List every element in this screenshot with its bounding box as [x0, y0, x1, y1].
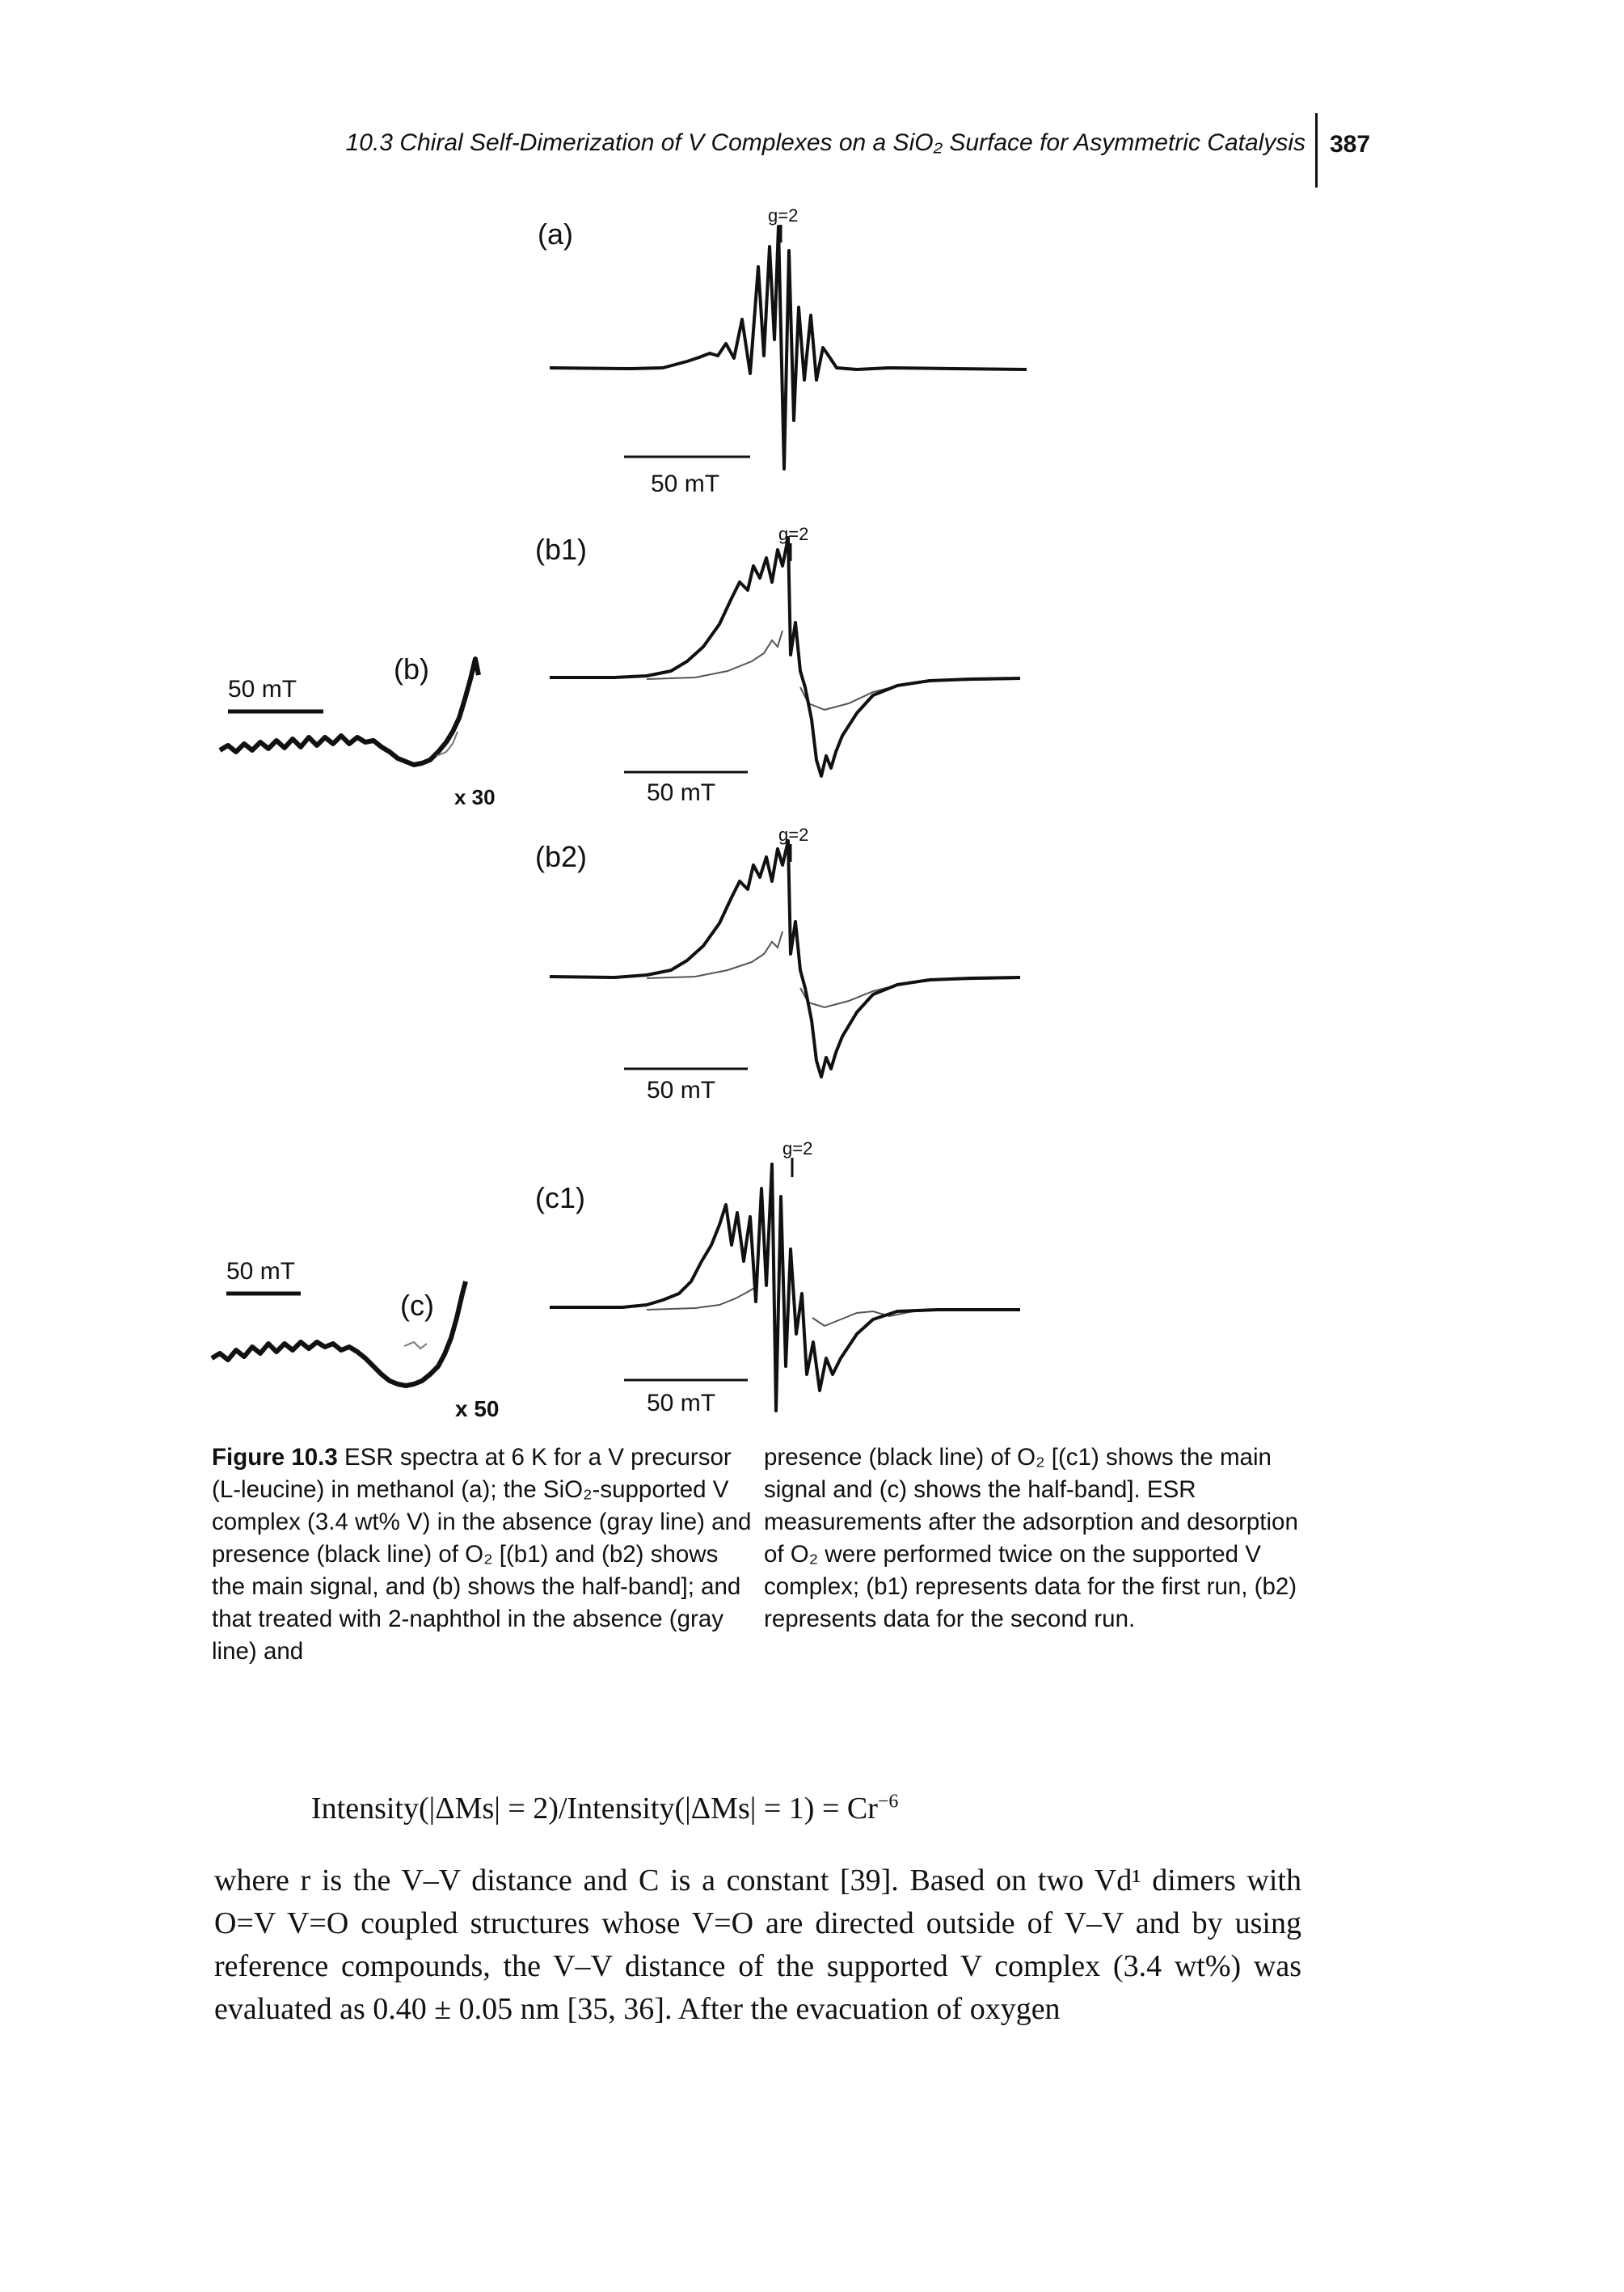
panel-b-scale-label: 50 mT — [228, 676, 297, 703]
panel-c1-label: (c1) — [535, 1181, 585, 1214]
panel-c-spectrum-gray — [403, 1340, 428, 1350]
panel-b2-scale-label: 50 mT — [647, 1077, 715, 1104]
panel-b2: (b2) g=2 50 mT — [535, 825, 1021, 1104]
panel-c1-spectrum-gray — [646, 1286, 1019, 1328]
panel-b-spectrum-gray — [436, 731, 458, 757]
equation: Intensity(|ΔMs| = 2)/Intensity(|ΔMs| = 1… — [311, 1791, 898, 1826]
panel-a-spectrum-black — [549, 225, 1027, 471]
panel-b1-g-marker: g=2 — [778, 524, 808, 544]
panel-c1-g-marker: g=2 — [782, 1138, 812, 1159]
panel-b1-spectrum-black — [550, 536, 1021, 778]
figure-caption-right: presence (black line) of O₂ [(c1) shows … — [764, 1444, 1298, 1632]
equation-exponent: −6 — [877, 1791, 899, 1813]
running-head: 10.3 Chiral Self-Dimerization of V Compl… — [345, 129, 1306, 156]
panel-c-scale-label: 50 mT — [226, 1258, 295, 1285]
figure-caption-left: Figure 10.3 ESR spectra at 6 K for a V p… — [212, 1441, 753, 1668]
panel-c-half-band: 50 mT (c) x 50 — [210, 1258, 500, 1421]
panel-b-half-band: 50 mT (b) x 30 — [218, 652, 496, 809]
panel-b2-spectrum-black — [549, 839, 1021, 1078]
panel-c1: (c1) g=2 50 mT — [535, 1138, 1020, 1416]
panel-b2-spectrum-gray — [646, 931, 1019, 1009]
panel-b-multiplier: x 30 — [454, 785, 496, 809]
panel-b-label: (b) — [394, 652, 429, 686]
page-number: 387 — [1330, 131, 1371, 158]
panel-b1-label: (b1) — [535, 533, 587, 566]
esr-spectra-figure: (a) g=2 50 mT (b1) g=2 50 mT 50 mT (b) x… — [210, 205, 1027, 1421]
panel-b1-scale-label: 50 mT — [647, 779, 715, 806]
panel-b-spectrum-black — [218, 656, 481, 767]
panel-a-label: (a) — [538, 217, 573, 251]
panel-a: (a) g=2 50 mT — [538, 205, 1027, 497]
panel-c-spectrum-black — [210, 1281, 468, 1388]
panel-c-multiplier: x 50 — [455, 1396, 500, 1421]
caption-text-left: ESR spectra at 6 K for a V precursor (L-… — [212, 1444, 752, 1665]
panel-b2-g-marker: g=2 — [778, 825, 808, 845]
panel-c-label: (c) — [400, 1289, 434, 1322]
panel-b1: (b1) g=2 50 mT — [535, 524, 1021, 806]
figure-number: Figure 10.3 — [212, 1444, 338, 1471]
header-divider — [1315, 113, 1318, 188]
panel-c1-scale-label: 50 mT — [647, 1390, 715, 1416]
panel-b1-spectrum-gray — [646, 630, 1019, 711]
panel-a-g-marker: g=2 — [768, 205, 798, 226]
body-paragraph: where r is the V–V distance and C is a c… — [214, 1864, 1301, 2026]
panel-c1-spectrum-black — [550, 1163, 1020, 1412]
equation-text: Intensity(|ΔMs| = 2)/Intensity(|ΔMs| = 1… — [311, 1792, 878, 1826]
panel-b2-label: (b2) — [535, 840, 587, 873]
panel-a-scale-label: 50 mT — [651, 471, 719, 497]
